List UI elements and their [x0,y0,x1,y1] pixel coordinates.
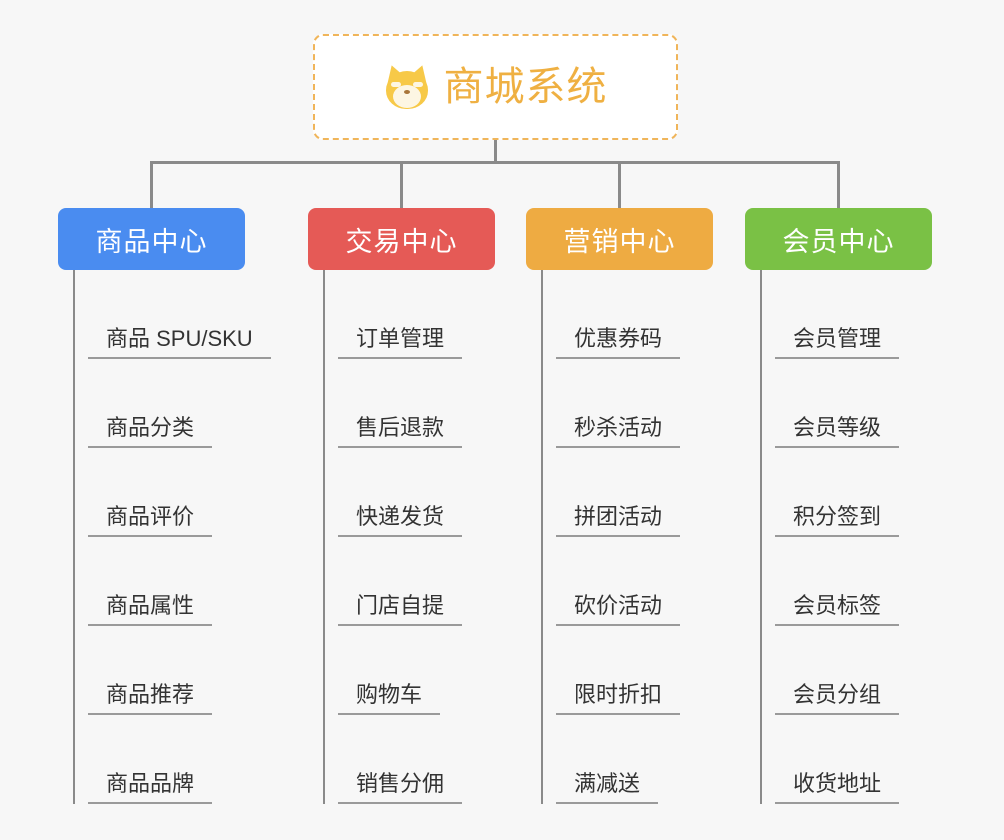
leaf-item-label: 商品属性 [88,593,213,626]
category-label: 商品中心 [95,226,208,257]
category-box-4[interactable]: 会员中心 [745,208,932,270]
leaf-item[interactable]: 购物车 [323,626,543,715]
leaf-item-label: 快递发货 [338,504,463,537]
leaf-item-label: 秒杀活动 [556,415,681,448]
leaf-item-label: 砍价活动 [556,593,681,626]
leaf-item-label: 销售分佣 [338,771,463,804]
category-box-2[interactable]: 交易中心 [308,208,495,270]
leaf-item[interactable]: 销售分佣 [323,715,543,804]
connector-drop-4 [837,161,840,208]
leaf-item-label: 商品分类 [88,415,213,448]
category-box-1[interactable]: 商品中心 [58,208,245,270]
leaf-item[interactable]: 商品 SPU/SKU [73,270,293,359]
leaf-item-label: 优惠券码 [556,326,681,359]
leaf-item-label: 商品 SPU/SKU [88,326,271,359]
leaf-item[interactable]: 商品品牌 [73,715,293,804]
root-node-title: 商城系统 [443,65,608,109]
connector-drop-2 [400,161,403,208]
leaf-spine-1 [73,270,75,804]
leaf-item-label: 会员标签 [775,593,900,626]
leaf-item[interactable]: 会员标签 [760,537,980,626]
leaf-item-label: 满减送 [556,771,659,804]
leaf-item-label: 会员等级 [775,415,900,448]
leaf-item[interactable]: 会员管理 [760,270,980,359]
leaf-item-label: 商品评价 [88,504,213,537]
leaf-item[interactable]: 拼团活动 [541,448,761,537]
leaf-column-3: 优惠券码秒杀活动拼团活动砍价活动限时折扣满减送 [541,270,761,804]
leaf-item[interactable]: 商品属性 [73,537,293,626]
leaf-item[interactable]: 砍价活动 [541,537,761,626]
leaf-item-label: 会员管理 [775,326,900,359]
category-label: 营销中心 [563,226,676,257]
leaf-item[interactable]: 门店自提 [323,537,543,626]
leaf-item[interactable]: 限时折扣 [541,626,761,715]
shiba-dog-face-icon [382,62,431,109]
leaf-item-label: 门店自提 [338,593,463,626]
leaf-item-label: 收货地址 [775,771,900,804]
leaf-item[interactable]: 商品推荐 [73,626,293,715]
leaf-item[interactable]: 满减送 [541,715,761,804]
leaf-item-label: 限时折扣 [556,682,681,715]
connector-root-stem [494,140,497,163]
category-label: 会员中心 [782,226,895,257]
leaf-item[interactable]: 快递发货 [323,448,543,537]
connector-horizontal-bar [150,161,839,164]
leaf-item[interactable]: 订单管理 [323,270,543,359]
leaf-item[interactable]: 商品分类 [73,359,293,448]
leaf-item-label: 会员分组 [775,682,900,715]
leaf-spine-3 [541,270,543,804]
leaf-item-label: 商品推荐 [88,682,213,715]
leaf-item[interactable]: 秒杀活动 [541,359,761,448]
leaf-item-label: 售后退款 [338,415,463,448]
connector-drop-3 [618,161,621,208]
leaf-item[interactable]: 商品评价 [73,448,293,537]
leaf-item-label: 订单管理 [338,326,463,359]
connector-drop-1 [150,161,153,208]
leaf-spine-2 [323,270,325,804]
leaf-item[interactable]: 会员分组 [760,626,980,715]
leaf-column-4: 会员管理会员等级积分签到会员标签会员分组收货地址 [760,270,980,804]
leaf-column-2: 订单管理售后退款快递发货门店自提购物车销售分佣 [323,270,543,804]
leaf-item-label: 购物车 [338,682,441,715]
leaf-item[interactable]: 收货地址 [760,715,980,804]
category-label: 交易中心 [345,226,458,257]
leaf-item-label: 商品品牌 [88,771,213,804]
leaf-spine-4 [760,270,762,804]
leaf-item-label: 积分签到 [775,504,900,537]
leaf-item-label: 拼团活动 [556,504,681,537]
leaf-item[interactable]: 售后退款 [323,359,543,448]
leaf-column-1: 商品 SPU/SKU 商品分类商品评价商品属性商品推荐商品品牌 [73,270,293,804]
root-node-mall-system[interactable]: 商城系统 [313,34,678,140]
leaf-item[interactable]: 会员等级 [760,359,980,448]
leaf-item[interactable]: 积分签到 [760,448,980,537]
category-box-3[interactable]: 营销中心 [526,208,713,270]
leaf-item[interactable]: 优惠券码 [541,270,761,359]
